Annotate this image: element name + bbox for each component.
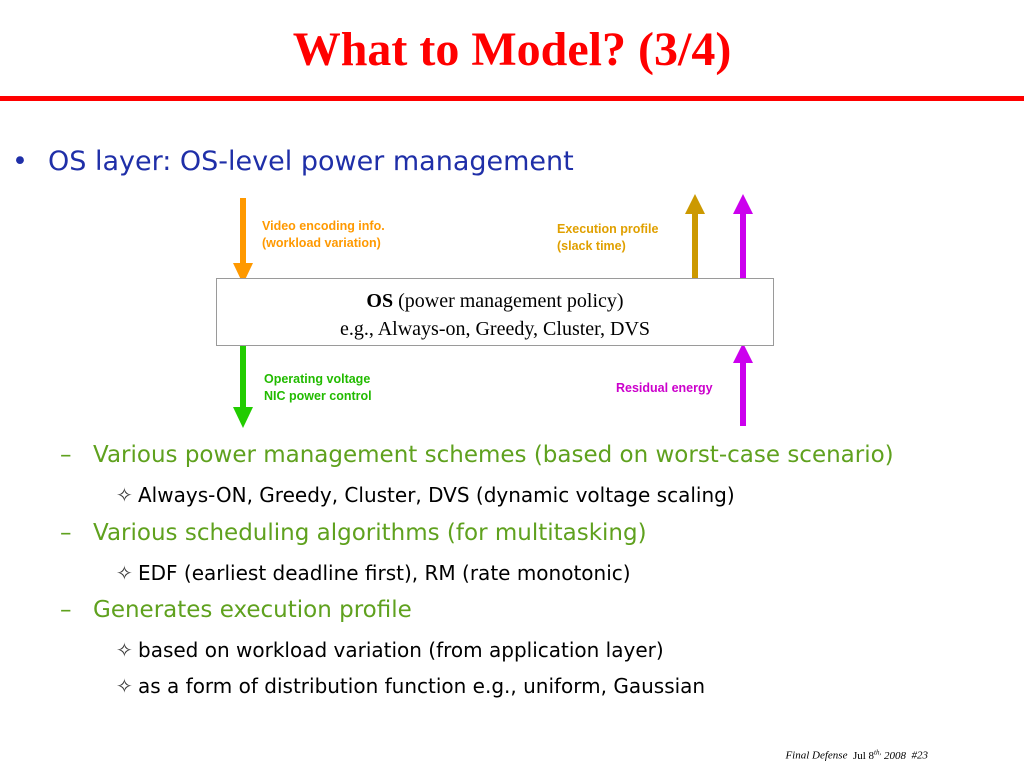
star-bullet-icon: ✧ bbox=[116, 638, 133, 662]
star-bullet-icon: ✧ bbox=[116, 483, 133, 507]
sub-bullet: –Generates execution profile bbox=[60, 597, 412, 623]
arrow-purple-top-up bbox=[733, 194, 753, 280]
sub-sub-bullet: ✧EDF (earliest deadline first), RM (rate… bbox=[116, 561, 631, 585]
sub-sub-bullet: ✧Always-ON, Greedy, Cluster, DVS (dynami… bbox=[116, 483, 735, 507]
title-divider bbox=[0, 96, 1024, 101]
os-box-line2: e.g., Always-on, Greedy, Cluster, DVS bbox=[339, 318, 651, 340]
bullet-dot: • bbox=[12, 146, 28, 177]
slide-footer: Final Defense Jul 8th, 2008 #23 bbox=[785, 748, 928, 762]
slide-title: What to Model? (3/4) bbox=[292, 23, 732, 76]
arrow-residual-energy-up bbox=[733, 343, 753, 426]
sub-sub-bullet: ✧as a form of distribution function e.g.… bbox=[116, 674, 706, 698]
footer-label: Final Defense bbox=[785, 749, 848, 762]
label-execution-profile: Execution profile (slack time) bbox=[557, 222, 659, 253]
label-residual-energy: Residual energy bbox=[616, 381, 713, 395]
main-bullet-text: OS layer: OS-level power management bbox=[48, 146, 574, 177]
arrow-execution-profile-up bbox=[685, 194, 705, 280]
main-bullet: • OS layer: OS-level power management bbox=[12, 146, 574, 177]
sub-sub-bullet: ✧based on workload variation (from appli… bbox=[116, 638, 664, 662]
label-video-encoding: Video encoding info. (workload variation… bbox=[262, 219, 385, 250]
footer-date: Jul 8th, 2008 bbox=[852, 748, 906, 762]
arrow-operating-voltage-down bbox=[233, 345, 253, 428]
star-bullet-icon: ✧ bbox=[116, 561, 133, 585]
label-operating-voltage: Operating voltage NIC power control bbox=[264, 372, 372, 403]
os-box-line1: OS (power management policy) bbox=[366, 290, 624, 312]
star-bullet-icon: ✧ bbox=[116, 674, 133, 698]
page-number: #23 bbox=[911, 749, 929, 762]
os-policy-box: OS (power management policy) e.g., Alway… bbox=[216, 278, 774, 346]
sub-bullet: –Various power management schemes (based… bbox=[60, 442, 894, 468]
sub-bullet: –Various scheduling algorithms (for mult… bbox=[60, 520, 647, 546]
arrow-video-encoding-down bbox=[233, 198, 253, 284]
